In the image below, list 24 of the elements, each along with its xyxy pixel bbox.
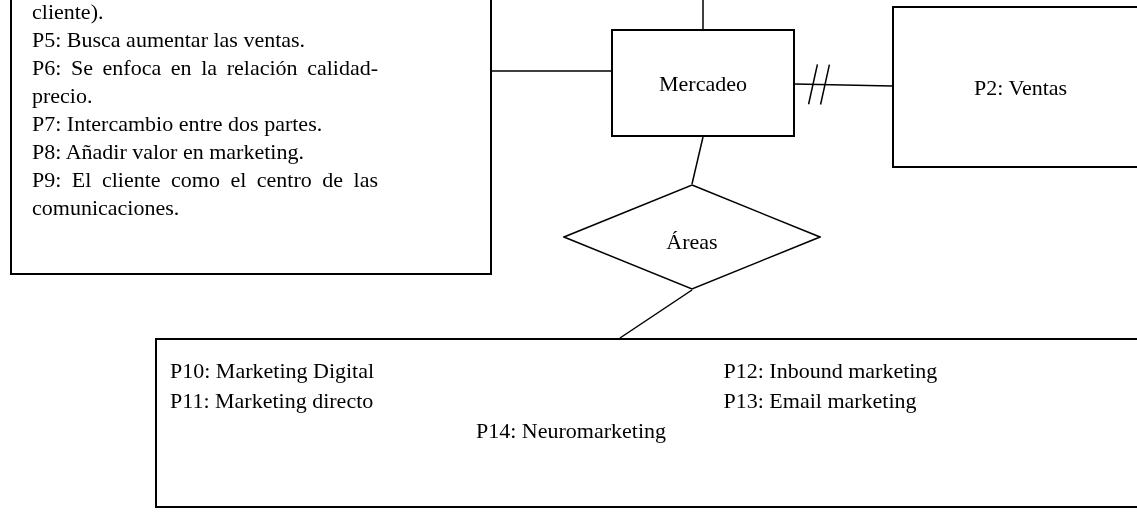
note-text: P8: Añadir valor en marketing. [32,138,305,166]
connector-line [702,0,704,30]
connector-line [691,136,704,185]
list-text: P14: Neuromarketing [476,417,667,445]
list-text: P10: Marketing Digital [170,357,376,385]
note-text: P9: El cliente como el centro de las comunicaciones. [32,166,378,222]
note-text: P7: Intercambio entre dos partes. [32,110,324,138]
connector-line [794,63,893,106]
entity-label: Mercadeo [659,69,747,98]
text-box [10,0,492,275]
entity-box [611,29,795,137]
connector-line [491,70,612,72]
relationship-label: Áreas [666,227,718,256]
entity-label: P2: Ventas [974,73,1068,102]
list-text: P12: Inbound marketing [722,357,939,385]
list-box [155,338,1137,508]
relationship-diamond [563,184,821,290]
list-text: P13: Email marketing [722,387,918,415]
connector-line [619,289,693,339]
entity-box [892,6,1137,168]
note-text: cliente). [32,0,105,26]
note-text: P5: Busca aumentar las ventas. [32,26,307,54]
list-text: P11: Marketing directo [170,387,375,415]
note-text: P6: Se enfoca en la relación calidad-precio. [32,54,378,110]
